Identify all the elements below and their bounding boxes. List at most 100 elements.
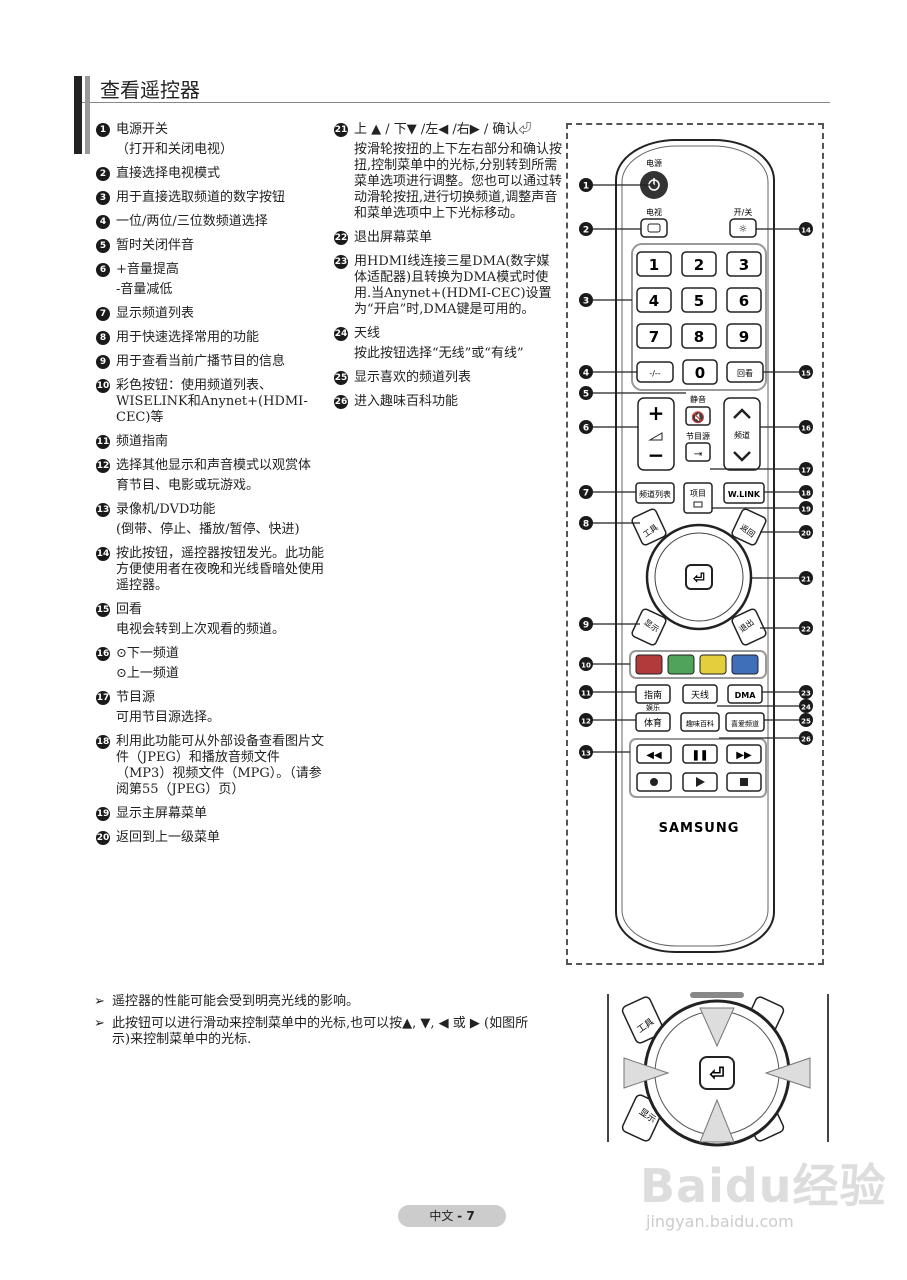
item-text: 彩色按钮：使用频道列表、WISELINK和Anynet+(HDMI-CEC)等 <box>116 378 308 425</box>
watermark-brand: Baidu经验 <box>640 1159 887 1213</box>
item-number-badge: 23 <box>334 255 348 269</box>
item-text: 直接选择电视模式 <box>116 166 221 181</box>
title-accent-bar <box>74 76 82 154</box>
item-text: 频道指南 <box>116 434 169 449</box>
wheel-detail-illustration: 工具 返回 显示 退出 ⏎ <box>606 992 829 1147</box>
item-number-badge: 16 <box>96 647 110 661</box>
description-item: 15 回看电视会转到上次观看的频道。 <box>96 602 328 638</box>
arrow-left-indicator <box>623 1057 670 1089</box>
item-text: 用于查看当前广播节目的信息 <box>116 354 286 369</box>
item-text: 录像机/DVD功能 <box>116 502 216 517</box>
notes-section: ➢ 遥控器的性能可能会受到明亮光线的影响。 ➢ 此按钮可以进行滑动来控制菜单中的光标,… <box>94 994 534 1054</box>
note-text: 此按钮可以进行滑动来控制菜单中的光标,也可以按▲, ▼, ◀ 或 ▶ (如图所示… <box>112 1016 529 1047</box>
description-item: 14 按此按钮，遥控器按钮发光。此功能方便使用者在夜晚和光线昏暗处使用遥控器。 <box>96 546 328 594</box>
item-number-badge: 24 <box>334 327 348 341</box>
item-text: 天线 <box>354 326 381 341</box>
note-text: 遥控器的性能可能会受到明亮光线的影响。 <box>112 994 360 1009</box>
item-number-badge: 19 <box>96 807 110 821</box>
note-item: ➢ 此按钮可以进行滑动来控制菜单中的光标,也可以按▲, ▼, ◀ 或 ▶ (如图所… <box>94 1016 534 1048</box>
item-number-badge: 3 <box>96 191 110 205</box>
item-number-badge: 17 <box>96 691 110 705</box>
note-arrow-icon: ➢ <box>94 994 105 1009</box>
svg-text:⏎: ⏎ <box>708 1064 724 1085</box>
item-text: 节目源 <box>116 690 156 705</box>
item-subtext: 电视会转到上次观看的频道。 <box>116 622 286 637</box>
item-number-badge: 12 <box>96 459 110 473</box>
arrow-up-indicator <box>699 1007 735 1048</box>
item-subtext: (倒带、停止、播放/暂停、快进) <box>116 522 300 537</box>
title-bar: 查看遥控器 <box>74 76 830 154</box>
item-text: 显示喜欢的频道列表 <box>354 370 472 385</box>
description-item: 2 直接选择电视模式 <box>96 166 328 182</box>
note-arrow-icon: ➢ <box>94 1016 105 1031</box>
item-subtext: 按滑轮按扭的上下左右部分和确认按扭,控制菜单中的光标,分别转到所需菜单选项进行调… <box>354 142 563 221</box>
item-text: 上 ▲ / 下▼ /左◀ /右▶ / 确认⏎ <box>354 122 532 137</box>
item-text: 一位/两位/三位数频道选择 <box>116 214 268 229</box>
item-text: 显示主屏幕菜单 <box>116 806 208 821</box>
item-text: +音量提高 <box>116 262 179 277</box>
item-text: 进入趣味百科功能 <box>354 394 459 409</box>
item-text: 退出屏幕菜单 <box>354 230 433 245</box>
description-item: 22 退出屏幕菜单 <box>334 230 562 246</box>
item-text: 利用此功能可从外部设备查看图片文件（JPEG）和播放音频文件（MP3）视频文件（… <box>116 734 325 797</box>
footer-page-number: - 7 <box>457 1209 475 1223</box>
item-number-badge: 25 <box>334 371 348 385</box>
item-text: 按此按钮，遥控器按钮发光。此功能方便使用者在夜晚和光线昏暗处使用遥控器。 <box>116 546 325 593</box>
description-item: 17 节目源可用节目源选择。 <box>96 690 328 726</box>
item-text: 回看 <box>116 602 143 617</box>
item-number-badge: 2 <box>96 167 110 181</box>
item-number-badge: 20 <box>96 831 110 845</box>
description-item: 21 上 ▲ / 下▼ /左◀ /右▶ / 确认⏎ 按滑轮按扭的上下左右部分和确认按… <box>334 122 562 222</box>
watermark: Baidu经验 jingyan.baidu.com <box>640 1150 887 1231</box>
item-number-badge: 5 <box>96 239 110 253</box>
description-item: 10 彩色按钮：使用频道列表、WISELINK和Anynet+(HDMI-CEC)… <box>96 378 328 426</box>
footer-language: 中文 <box>429 1209 454 1223</box>
detail-exit-label: 退出 <box>749 1105 771 1125</box>
description-item: 16 ⊙下一频道 ⊙上一频道 <box>96 646 328 682</box>
item-number-badge: 22 <box>334 231 348 245</box>
item-number-badge: 18 <box>96 735 110 749</box>
item-subtext: -音量减低 <box>116 282 173 297</box>
arrow-right-indicator <box>764 1057 811 1089</box>
description-item: 20 返回到上一级菜单 <box>96 830 328 846</box>
item-text: ⊙下一频道 <box>116 646 179 661</box>
item-number-badge: 21 <box>334 123 348 137</box>
item-number-badge: 6 <box>96 263 110 277</box>
detail-info-label: 显示 <box>637 1106 658 1125</box>
description-item: 6 +音量提高 -音量减低 <box>96 262 328 298</box>
item-number-badge: 10 <box>96 379 110 393</box>
item-text: 返回到上一级菜单 <box>116 830 221 845</box>
item-number-badge: 13 <box>96 503 110 517</box>
detail-return-label: 返回 <box>751 1015 773 1035</box>
item-number-badge: 14 <box>96 547 110 561</box>
arrow-down-indicator <box>699 1098 735 1143</box>
item-subtext: （打开和关闭电视） <box>116 142 234 157</box>
item-text: 用HDMI线连接三星DMA(数字媒体适配器)且转换为DMA模式时使用.当Anyn… <box>354 254 552 317</box>
description-item: 13 录像机/DVD功能 (倒带、停止、播放/暂停、快进) <box>96 502 328 538</box>
description-item: 19 显示主屏幕菜单 <box>96 806 328 822</box>
item-number-badge: 15 <box>96 603 110 617</box>
item-subtext: ⊙上一频道 <box>116 666 179 681</box>
item-number-badge: 11 <box>96 435 110 449</box>
page-footer: 中文 - 7 <box>398 1205 506 1227</box>
item-number-badge: 7 <box>96 307 110 321</box>
item-subtext: 可用节目源选择。 <box>116 710 221 725</box>
item-text: 电源开关 <box>116 122 169 137</box>
remote-illustration-frame <box>566 123 824 965</box>
watermark-url: jingyan.baidu.com <box>646 1212 794 1231</box>
description-item: 23 用HDMI线连接三星DMA(数字媒体适配器)且转换为DMA模式时使用.当An… <box>334 254 562 318</box>
detail-tools-label: 工具 <box>635 1016 656 1035</box>
item-subtext: 按此按钮选择“无线”或“有线” <box>354 346 524 361</box>
description-item: 25 显示喜欢的频道列表 <box>334 370 562 386</box>
description-item: 11 频道指南 <box>96 434 328 450</box>
description-item: 24 天线按此按钮选择“无线”或“有线” <box>334 326 562 362</box>
